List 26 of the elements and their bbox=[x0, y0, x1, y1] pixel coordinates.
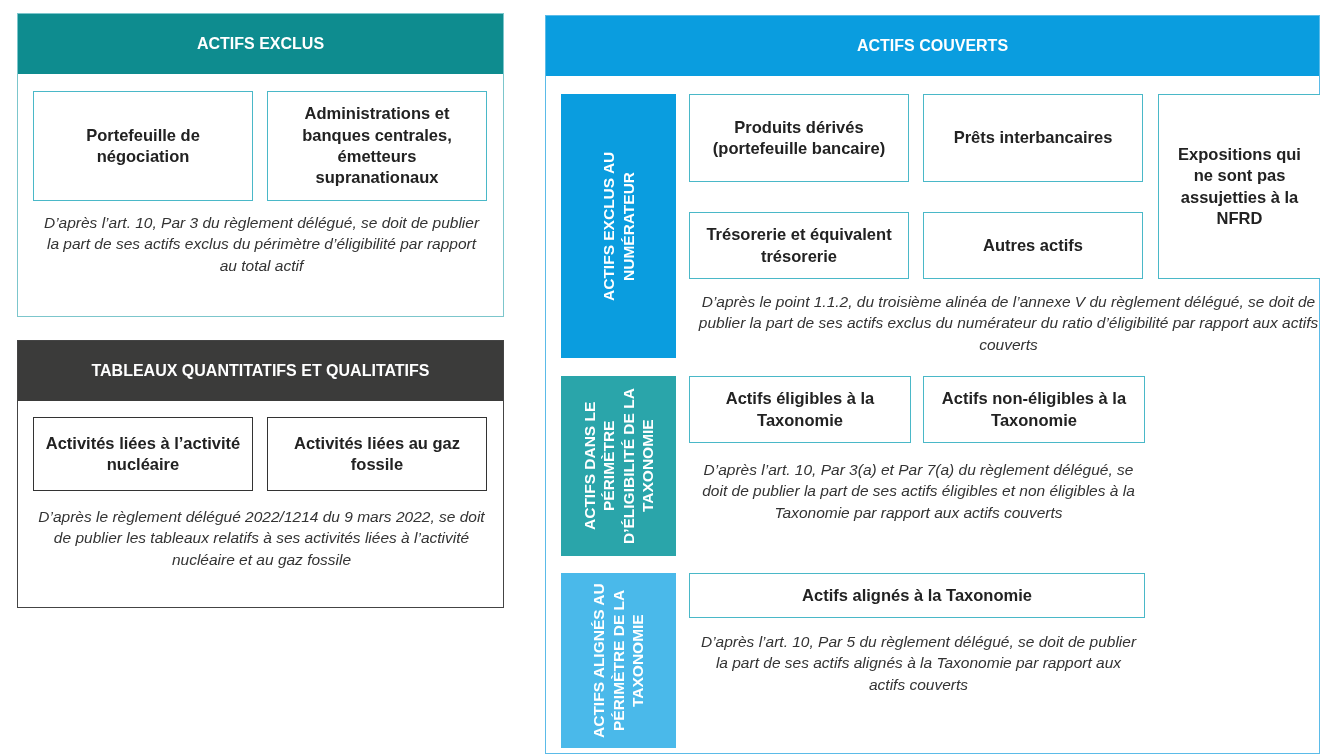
panel-card bbox=[17, 13, 504, 317]
note-text: D’après l’art. 10, Par 3(a) et Par 7(a) du règlement délégué, se doit de publier la part de ses actifs éligibles et non éligibles à la Taxonomie par rapport aux actifs couverts bbox=[701, 460, 1136, 523]
category-box: Activités liées à l’activité nucléaire bbox=[33, 417, 253, 491]
category-box: Actifs alignés à la Taxonomie bbox=[689, 573, 1145, 618]
note-text: D’après le point 1.1.2, du troisième alinéa de l’annexe V du règlement délégué, se doit de publier la part de ses actifs exclus du numérateur du ratio d’éligibilité par rapport aux actifs couverts bbox=[697, 292, 1320, 355]
panel-card bbox=[545, 15, 1320, 754]
note-text: D’après l’art. 10, Par 5 du règlement délégué, se doit de publier la part de ses actifs alignés à la Taxonomie par rapport aux actifs couverts bbox=[699, 632, 1138, 695]
panel-header: ACTIFS COUVERTS bbox=[546, 16, 1319, 76]
section-band: ACTIFS ALIGNÉS AU PÉRIMÈTRE DE LA TAXONOMIE bbox=[561, 573, 676, 748]
panel-header: ACTIFS EXCLUS bbox=[18, 14, 503, 74]
panel-card bbox=[17, 340, 504, 608]
category-box: Autres actifs bbox=[923, 212, 1143, 279]
category-box: Actifs éligibles à la Taxonomie bbox=[689, 376, 911, 443]
note-text: D’après le règlement délégué 2022/1214 du 9 mars 2022, se doit de publier les tableaux relatifs à ses activités liées à l’activité nucléaire et au gaz fossile bbox=[38, 507, 485, 570]
note-text: D’après l’art. 10, Par 3 du règlement délégué, se doit de publier la part de ses actifs exclus du périmètre d’éligibilité par rapport au total actif bbox=[42, 213, 481, 276]
category-box: Activités liées au gaz fossile bbox=[267, 417, 487, 491]
category-box: Prêts interbancaires bbox=[923, 94, 1143, 182]
category-box: Actifs non-éligibles à la Taxonomie bbox=[923, 376, 1145, 443]
category-box: Trésorerie et équivalent trésorerie bbox=[689, 212, 909, 279]
category-box: Produits dérivés (portefeuille bancaire) bbox=[689, 94, 909, 182]
category-box: Administrations et banques centrales, émetteurs supranationaux bbox=[267, 91, 487, 201]
section-band: ACTIFS EXCLUS AU NUMÉRATEUR bbox=[561, 94, 676, 358]
category-box: Expositions qui ne sont pas assujetties à la NFRD bbox=[1158, 94, 1320, 279]
section-band: ACTIFS DANS LE PÉRIMÈTRE D’ÉLIGIBILITÉ DE LA TAXONOMIE bbox=[561, 376, 676, 556]
panel-header: TABLEAUX QUANTITATIFS ET QUALITATIFS bbox=[18, 341, 503, 401]
category-box: Portefeuille de négociation bbox=[33, 91, 253, 201]
